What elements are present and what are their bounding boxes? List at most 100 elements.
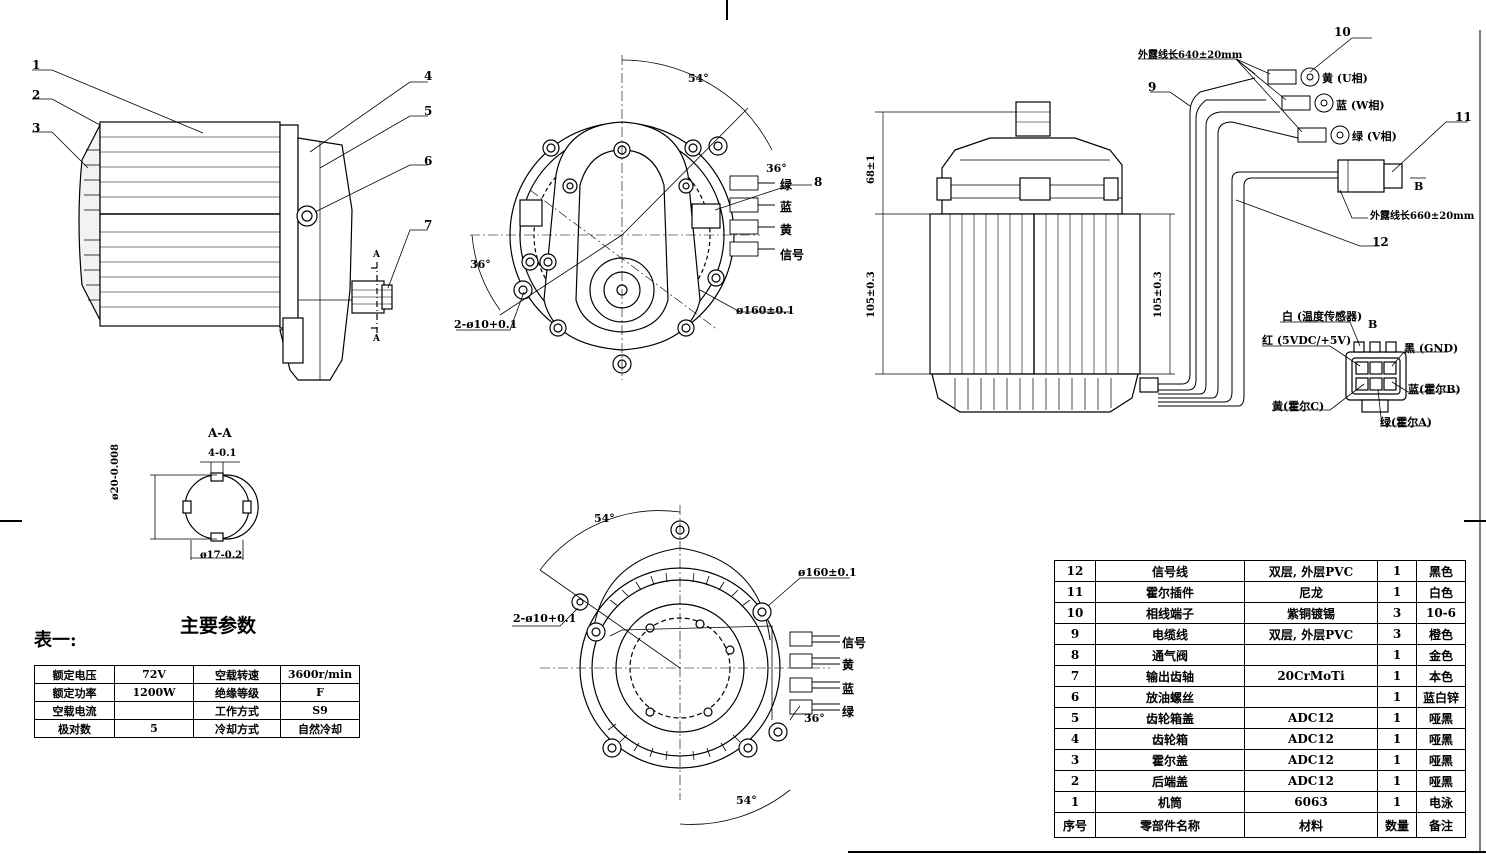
bom-header-row: 序号零部件名称材料数量备注 [1054,812,1466,838]
bom-cell: 6 [1054,686,1096,708]
bom-cell: 本色 [1416,665,1466,687]
front-angle-left: 36° [470,258,491,271]
table-row: 极对数 5 冷却方式 自然冷却 [34,719,360,738]
bom-cell: 金色 [1416,644,1466,666]
bom-cell: 1 [1377,665,1417,687]
bom-cell: 放油螺丝 [1095,686,1245,708]
bom-cell: 双层, 外层PVC [1244,623,1378,645]
front-holes-dim: 2-ø10+0.1 [454,318,518,331]
table-row: 额定功率 1200W 绝缘等级 F [34,683,360,702]
bom-cell: 10 [1054,602,1096,624]
bom-cell: 20CrMoTi [1244,665,1378,687]
bom-cell: 1 [1377,770,1417,792]
balloon-5: 5 [424,104,433,118]
bom-cell: 10-6 [1416,602,1466,624]
bom-cell: 齿轮箱 [1095,728,1245,750]
param-cell: 72V [114,665,194,684]
param-cell: 冷却方式 [193,719,281,738]
bom-cell: 3 [1377,623,1417,645]
rear-holes-dim: 2-ø10+0.1 [513,612,577,625]
bom-cell: 哑黑 [1416,728,1466,750]
front-angle-right: 36° [766,162,787,175]
bom-cell: 1 [1377,728,1417,750]
rear-wire-signal: 信号 [842,636,867,650]
front-wire-signal: 信号 [780,248,805,262]
bom-cell: 1 [1377,791,1417,813]
param-cell: 极对数 [34,719,115,738]
section-mark-b-right: B [1414,180,1424,193]
param-cell: 额定电压 [34,665,115,684]
right-side-view [875,37,1468,413]
phase-green-label: 绿 (V相) [1352,130,1397,143]
bom-cell: 哑黑 [1416,749,1466,771]
bom-cell: 1 [1377,644,1417,666]
height-body-right-dim: 105±0.3 [1153,271,1164,318]
phase-yellow-label: 黄 (U相) [1322,72,1368,85]
rear-wire-blue: 蓝 [842,682,855,696]
bom-cell: ADC12 [1244,707,1378,729]
bom-cell: 齿轮箱盖 [1095,707,1245,729]
front-angle-top: 54° [688,72,709,85]
bom-cell: 相线端子 [1095,602,1245,624]
bom-cell: 电缆线 [1095,623,1245,645]
bom-cell: 尼龙 [1244,581,1378,603]
param-cell: S9 [280,701,360,720]
bom-cell: ADC12 [1244,728,1378,750]
bom-cell: 输出齿轴 [1095,665,1245,687]
phase-blue-label: 蓝 (W相) [1336,99,1385,112]
balloon-4: 4 [424,69,433,83]
lead-length-phase: 外露线长640±20mm [1138,50,1243,61]
bom-cell: 哑黑 [1416,707,1466,729]
section-mark-a-bottom: A [373,334,380,344]
bom-cell: 双层, 外层PVC [1244,560,1378,582]
bom-cell [1244,686,1378,708]
section-mark-a-top: A [373,250,380,260]
bom-cell: ADC12 [1244,770,1378,792]
param-cell: 额定功率 [34,683,115,702]
bom-cell: 5 [1054,707,1096,729]
bom-cell: 后端盖 [1095,770,1245,792]
section-mark-b-left: B [1368,318,1378,331]
height-top-dim: 68±1 [866,154,877,184]
bom-cell: 1 [1377,686,1417,708]
bom-header-cell: 零部件名称 [1095,812,1245,838]
bom-cell: 6063 [1244,791,1378,813]
table-row: 空载电流 工作方式 S9 [34,701,360,720]
bom-cell: 黑色 [1416,560,1466,582]
connector-green: 绿(霍尔A) [1380,416,1432,429]
param-cell: 自然冷却 [280,719,360,738]
front-wire-green: 绿 [780,178,793,192]
front-wire-blue: 蓝 [780,200,793,214]
balloon-1: 1 [32,58,41,72]
main-parameters-table: 额定电压 72V 空载转速 3600r/min 额定功率 1200W 绝缘等级 … [34,665,360,738]
rear-end-view [512,505,850,825]
bom-cell: 霍尔插件 [1095,581,1245,603]
bom-cell: 1 [1377,707,1417,729]
bom-cell: ADC12 [1244,749,1378,771]
bom-cell: 12 [1054,560,1096,582]
connector-red: 红 (5VDC/+5V) [1262,334,1352,347]
rear-angle-bottom: 54° [736,794,757,807]
balloon-7: 7 [424,218,433,232]
balloon-8: 8 [814,175,823,189]
front-end-view [456,55,812,380]
param-cell: F [280,683,360,702]
balloon-12: 12 [1372,235,1389,249]
bom-cell: 8 [1054,644,1096,666]
keyway-dim: 4-0.1 [208,448,237,459]
rear-angle-top: 54° [594,512,615,525]
bom-cell: 1 [1054,791,1096,813]
param-cell: 工作方式 [193,701,281,720]
left-side-view [32,69,428,381]
param-cell: 绝缘等级 [193,683,281,702]
bom-cell: 2 [1054,770,1096,792]
